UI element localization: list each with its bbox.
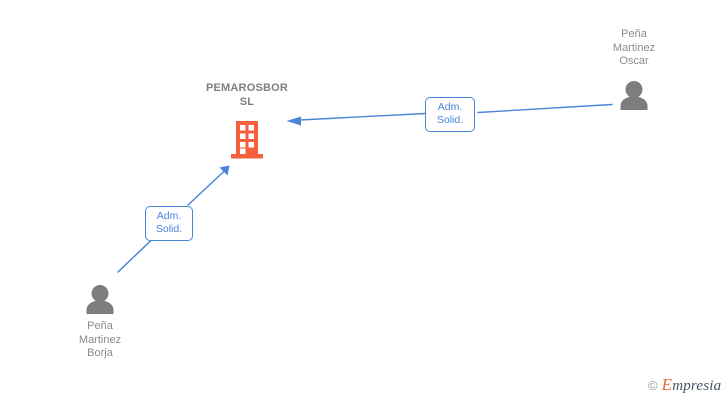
brand-initial: E [661,375,673,394]
arrowhead-up-right-icon [219,165,230,176]
person-icon [620,80,648,110]
brand-wordmark: Empresia [661,375,722,394]
person-icon-wrap [30,285,170,314]
person-icon-wrap [564,80,704,110]
edge-label-oscar[interactable]: Adm. Solid. [425,97,475,132]
node-person-borja-label: Peña Martinez Borja [78,320,122,359]
building-icon [231,121,263,159]
node-company-label: PEMAROSBOR SL [205,82,289,108]
node-person-oscar[interactable]: Peña Martinez Oscar [564,28,704,110]
watermark: © Empresia [648,375,722,394]
copyright-icon: © [648,378,658,393]
node-person-borja[interactable]: Peña Martinez Borja [30,285,170,361]
edge-label-borja[interactable]: Adm. Solid. [145,206,193,241]
node-company[interactable]: PEMAROSBOR SL [177,82,317,159]
brand-rest: mpresia [672,378,722,394]
person-icon [86,285,114,314]
company-icon-wrap [177,121,317,159]
node-person-oscar-label: Peña Martinez Oscar [612,28,656,67]
